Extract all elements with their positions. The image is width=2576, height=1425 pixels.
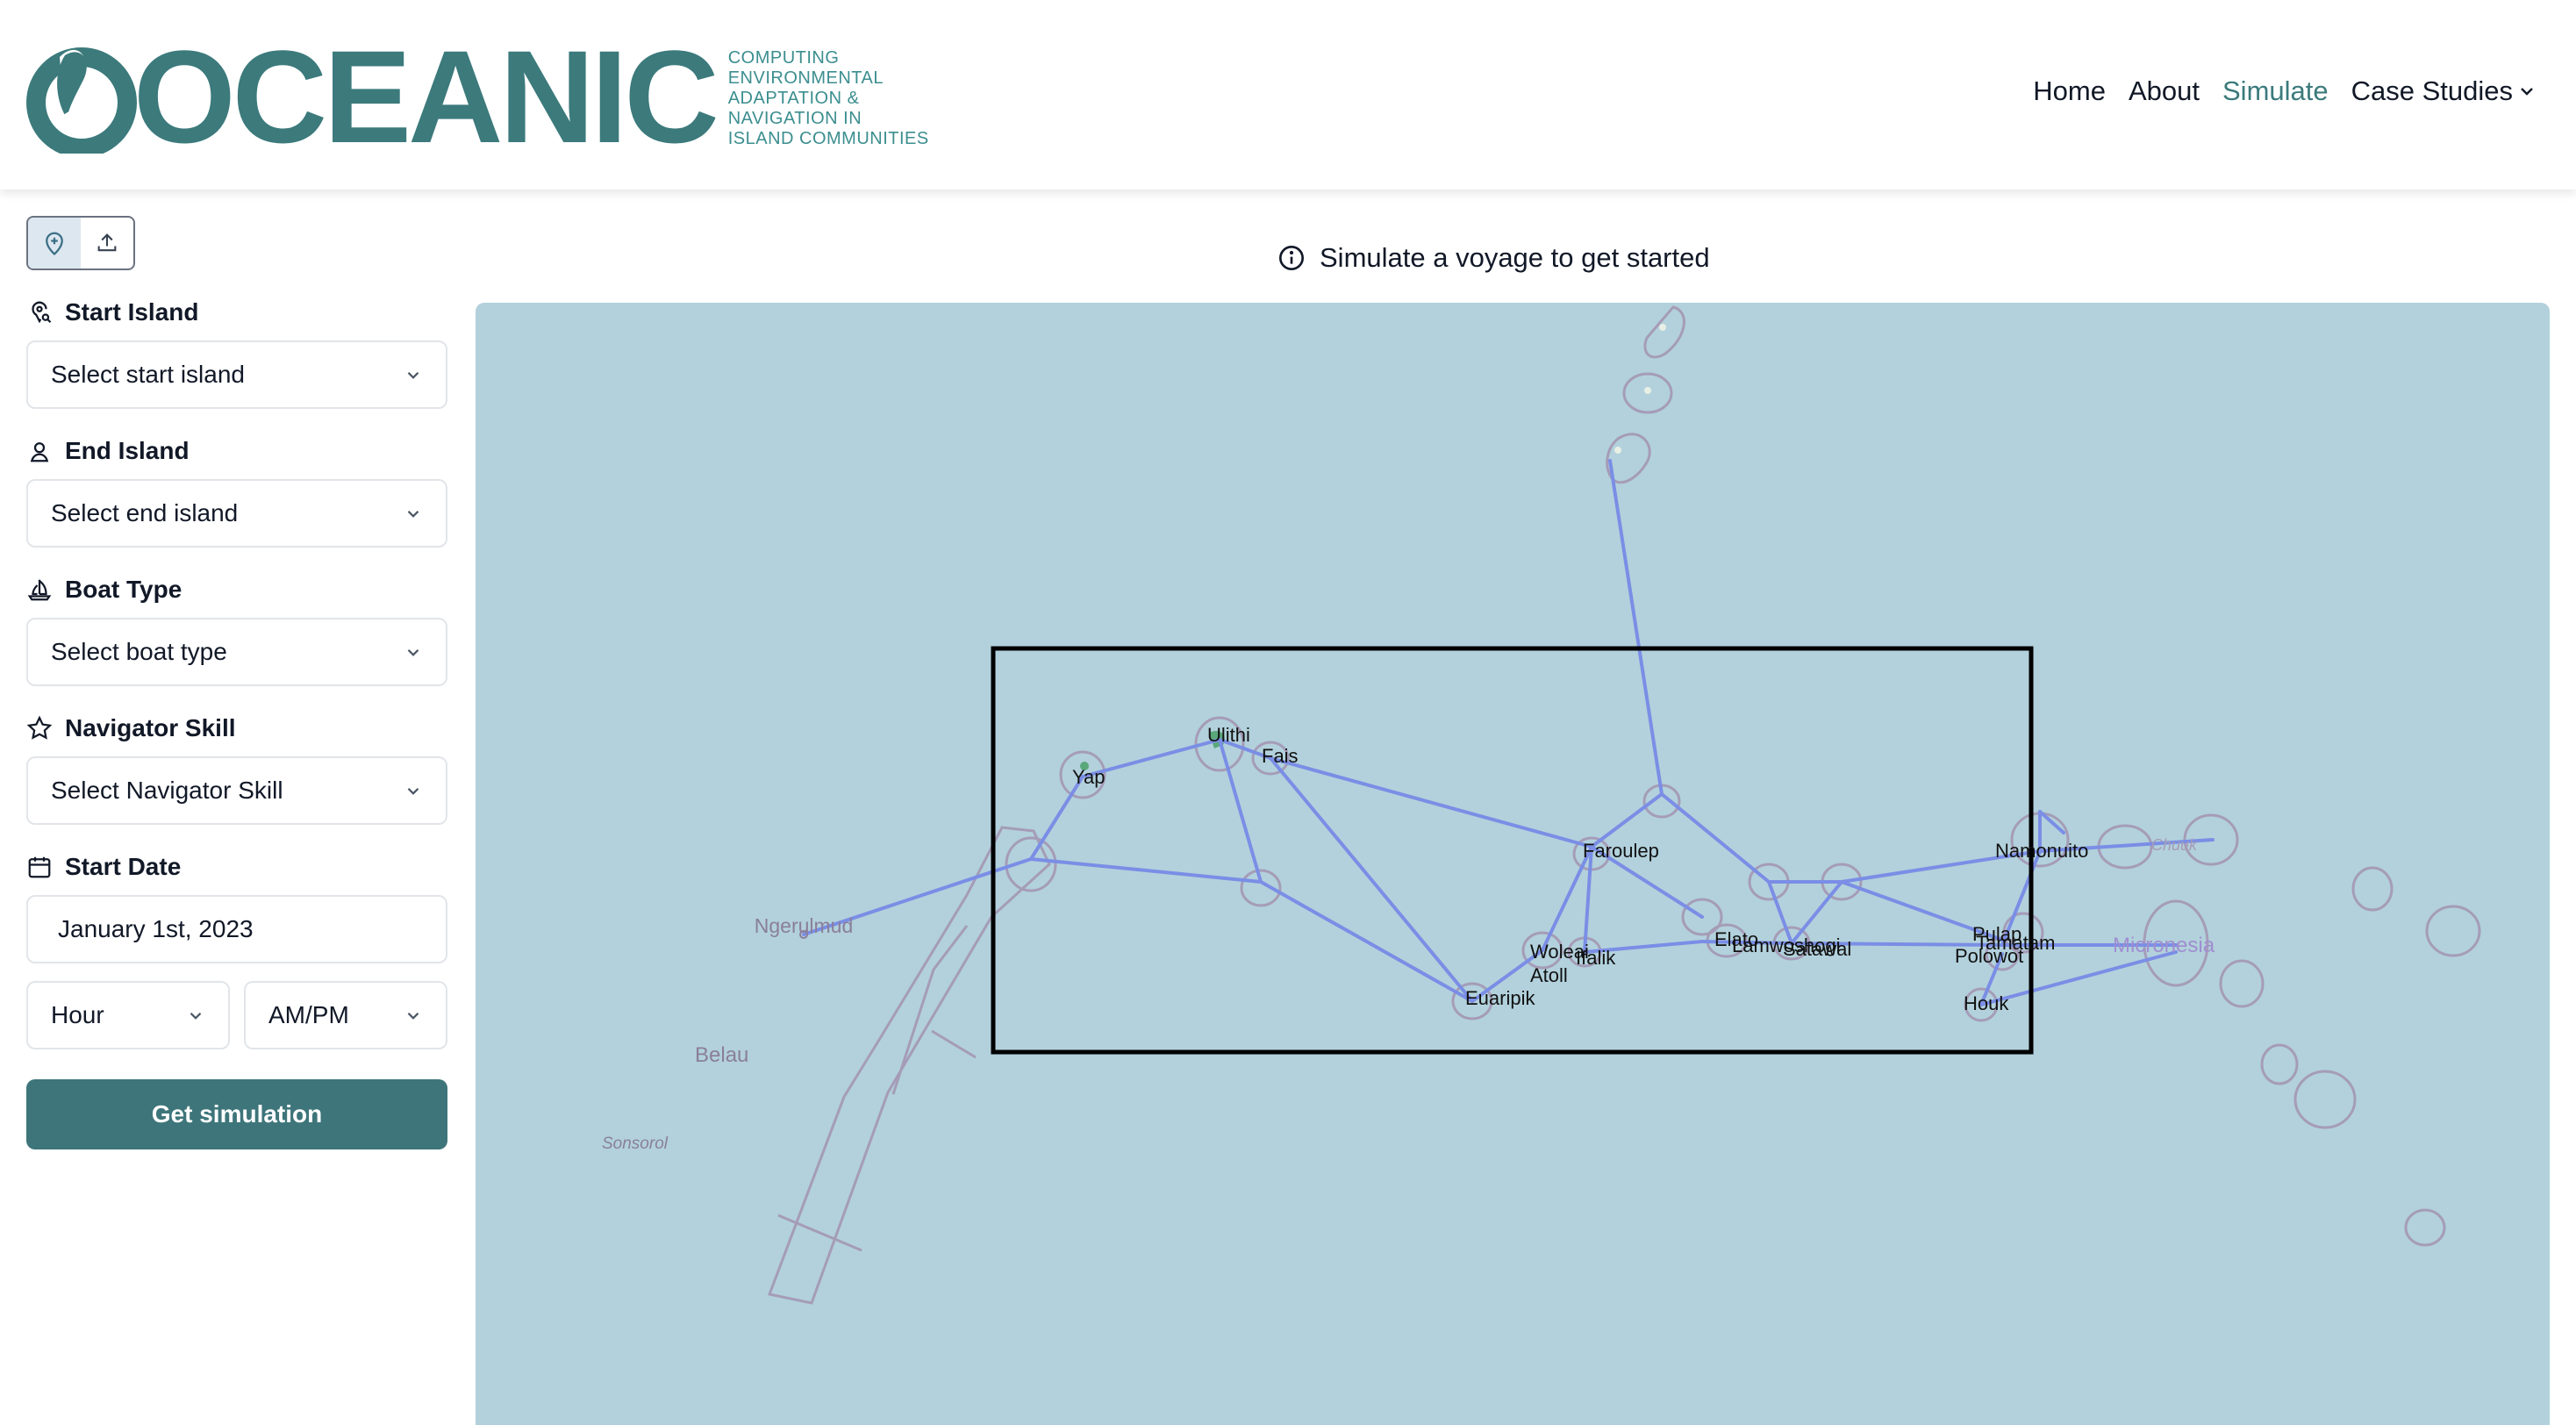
pulap-label: Pulap [1972, 923, 2021, 945]
boat-type-label-text: Boat Type [65, 576, 182, 603]
yap-label: Yap [1072, 766, 1106, 788]
tagline-line: ADAPTATION & [727, 88, 860, 108]
start-date-input[interactable]: January 1st, 2023 [26, 895, 447, 963]
ulithi-label: Ulithi [1207, 724, 1250, 746]
tagline-line: COMPUTING [727, 47, 840, 68]
logo-tagline: COMPUTING ENVIRONMENTAL ADAPTATION & NAV… [728, 48, 929, 149]
chevron-down-icon [2521, 88, 2533, 96]
site-header: OCEANIC COMPUTING ENVIRONMENTAL ADAPTATI… [0, 0, 2576, 190]
boat-type-placeholder: Select boat type [51, 638, 227, 665]
sailboat-icon [27, 579, 52, 601]
getting-started-hint: Simulate a voyage to get started [1277, 242, 1710, 274]
micronesia-label: Micronesia [2113, 934, 2215, 957]
island-fills [1080, 324, 1666, 770]
start-date-value: January 1st, 2023 [58, 915, 254, 942]
nav-case-studies-label: Case Studies [2351, 75, 2513, 106]
start-island-select[interactable]: Select start island [26, 340, 447, 409]
tagline-line: ISLAND COMMUNITIES [727, 128, 929, 148]
start-island-label-text: Start Island [65, 298, 199, 326]
start-island-placeholder: Select start island [51, 361, 245, 388]
navigator-skill-label-text: Navigator Skill [65, 714, 236, 741]
chuuk-label: Chuuk [2151, 836, 2198, 854]
chevron-down-icon [407, 511, 419, 518]
nav-case-studies-dropdown[interactable]: Case Studies [2351, 75, 2536, 107]
tagline-line: ENVIRONMENTAL [727, 68, 884, 88]
chevron-down-icon [407, 1013, 419, 1020]
nav-about-link[interactable]: About [2128, 75, 2200, 106]
get-simulation-button[interactable]: Get simulation [26, 1079, 447, 1149]
start-date-label-text: Start Date [65, 853, 182, 880]
chevron-down-icon [407, 649, 419, 656]
upload-button[interactable] [81, 218, 133, 269]
mode-toggle [26, 216, 135, 270]
tamatam-label: Tamatam [1976, 932, 2055, 954]
leaf-o-logo-icon [26, 47, 137, 154]
logo-wordmark: OCEANIC [133, 23, 719, 170]
map-pin-search-icon [32, 301, 52, 324]
nav-simulate-link[interactable]: Simulate [2222, 75, 2329, 106]
voyage-map[interactable]: Ngerulmud Belau Sonsorol Chuuk Micronesi… [476, 303, 2550, 1425]
navigator-skill-placeholder: Select Navigator Skill [51, 777, 283, 804]
hour-placeholder: Hour [51, 1001, 104, 1028]
start-island-label: Start Island [26, 298, 447, 326]
end-island-placeholder: Select end island [51, 499, 239, 526]
selection-rectangle[interactable] [991, 646, 2034, 1055]
simulation-form: Start Island Select start island End Isl… [26, 216, 447, 1149]
boat-type-label: Boat Type [26, 576, 447, 604]
atoll-label: Atoll [1530, 964, 1568, 986]
star-icon [26, 715, 53, 740]
island-outlines [1005, 305, 2481, 1247]
start-date-label: Start Date [26, 853, 447, 881]
hour-select[interactable]: Hour [26, 981, 230, 1049]
chevron-down-icon [190, 1013, 202, 1020]
houk-label: Houk [1964, 992, 2009, 1014]
time-row: Hour AM/PM [26, 981, 447, 1049]
elato-label: Elato [1714, 928, 1758, 950]
end-island-label: End Island [26, 437, 447, 465]
island-labels: Yap Ulithi Fais Faroulep Woleai Atoll If… [1072, 724, 2088, 1014]
navigator-skill-label: Navigator Skill [26, 714, 447, 742]
map-pin-user-icon [30, 442, 49, 462]
satawal-label: Satawal [1783, 938, 1851, 960]
ampm-placeholder: AM/PM [268, 1001, 349, 1028]
palau-landmass [767, 826, 1051, 1305]
lamwoshogi-label: Lamwoshogi [1732, 934, 1841, 956]
nav-home-link[interactable]: Home [2033, 75, 2106, 106]
woleai-label: Woleai [1530, 941, 1589, 963]
euaripik-label: Euaripik [1465, 987, 1535, 1009]
navigator-skill-select[interactable]: Select Navigator Skill [26, 756, 447, 825]
tagline-line: NAVIGATION IN [727, 108, 862, 128]
ampm-select[interactable]: AM/PM [244, 981, 447, 1049]
faroulep-label: Faroulep [1583, 840, 1659, 862]
oceanic-logo[interactable]: OCEANIC COMPUTING ENVIRONMENTAL ADAPTATI… [25, 31, 929, 162]
chevron-down-icon [407, 372, 419, 379]
capital-marker-icon [799, 930, 808, 939]
main-nav: Home About Simulate Case Studies [2033, 75, 2536, 107]
manual-entry-button[interactable] [28, 218, 81, 269]
ifalik-label: Ifalik [1576, 947, 1616, 969]
map-canvas[interactable]: Ngerulmud Belau Sonsorol Chuuk Micronesi… [476, 303, 2550, 1425]
calendar-icon [28, 856, 51, 878]
upload-icon [97, 233, 117, 252]
fais-label: Fais [1262, 745, 1299, 767]
place-labels: Ngerulmud Belau Sonsorol Chuuk Micronesi… [602, 836, 2215, 1153]
end-island-label-text: End Island [65, 437, 190, 464]
ngerulmud-label: Ngerulmud [755, 914, 854, 937]
info-icon [1279, 246, 1304, 270]
hint-text: Simulate a voyage to get started [1320, 242, 1710, 273]
sonsorol-label: Sonsorol [602, 1135, 669, 1153]
boat-type-select[interactable]: Select boat type [26, 618, 447, 686]
polowot-label: Polowot [1955, 945, 2023, 967]
belau-label: Belau [695, 1043, 748, 1067]
map-pin-plus-icon [46, 232, 63, 255]
end-island-select[interactable]: Select end island [26, 479, 447, 548]
namonuito-label: Namonuito [1995, 840, 2088, 862]
chevron-down-icon [407, 788, 419, 795]
